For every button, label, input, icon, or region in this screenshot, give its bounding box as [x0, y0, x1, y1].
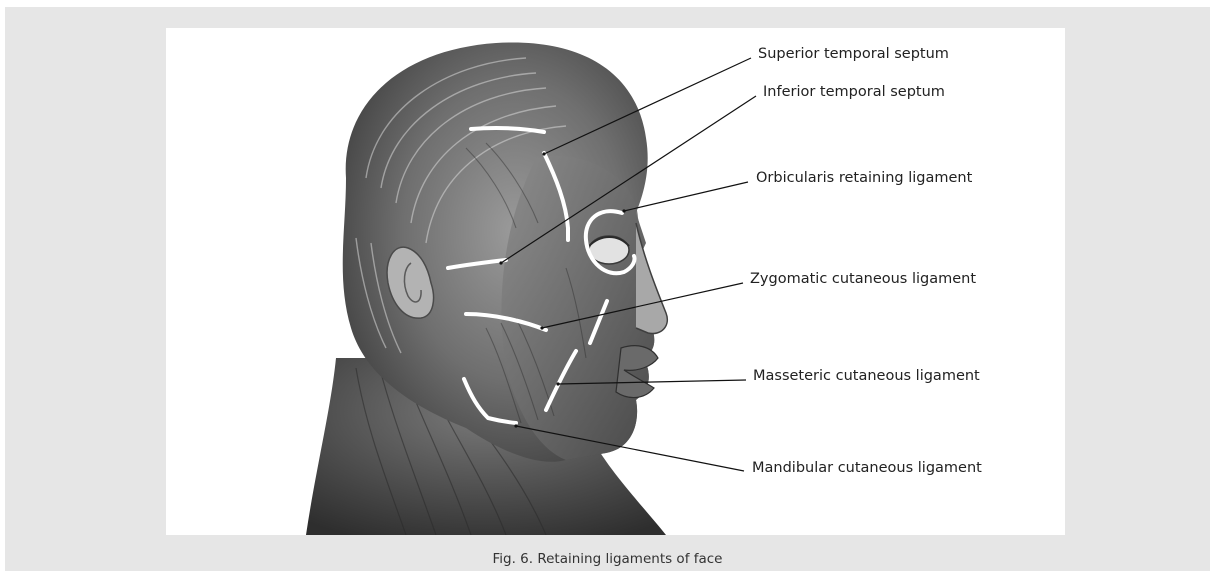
label-inferior-temporal-septum: Inferior temporal septum: [763, 83, 945, 101]
label-masseteric-cutaneous-ligament: Masseteric cutaneous ligament: [753, 367, 980, 385]
illustration-panel: Superior temporal septum Inferior tempor…: [166, 28, 1065, 535]
label-superior-temporal-septum: Superior temporal septum: [758, 45, 949, 63]
label-mandibular-cutaneous-ligament: Mandibular cutaneous ligament: [752, 459, 982, 477]
label-zygomatic-cutaneous-ligament: Zygomatic cutaneous ligament: [750, 270, 976, 288]
nose-shape: [636, 223, 667, 334]
figure-frame: Superior temporal septum Inferior tempor…: [5, 7, 1210, 571]
figure-caption: Fig. 6. Retaining ligaments of face: [5, 550, 1210, 568]
label-orbicularis-retaining-ligament: Orbicularis retaining ligament: [756, 169, 972, 187]
